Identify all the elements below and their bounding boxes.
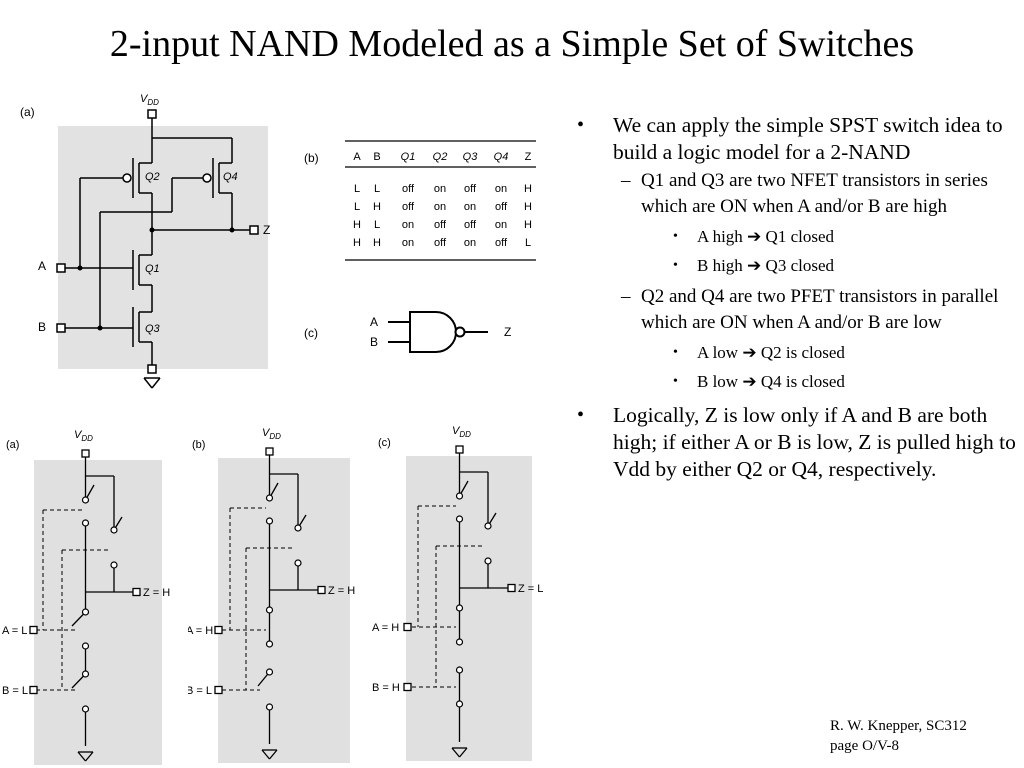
truth-table-header: Q1: [401, 151, 416, 163]
truth-table-cell: off: [495, 237, 508, 249]
truth-table-cell: on: [402, 237, 414, 249]
truth-table-cell: on: [464, 201, 476, 213]
truth-table-cell: on: [495, 219, 507, 231]
truth-table-cell: H: [524, 219, 532, 231]
truth-table-cell: on: [402, 219, 414, 231]
sub-sub-bullet-item: •B low ➔ Q4 is closed: [673, 372, 845, 391]
figures-panel: (a) VDD: [2, 93, 543, 765]
truth-table-cell: L: [525, 237, 531, 249]
sub-sub-bullet-item: •A low ➔ Q2 is closed: [673, 343, 845, 362]
nand-gate-symbol: (c) A B Z: [304, 311, 511, 353]
svg-text:Q1: Q1: [145, 263, 160, 275]
svg-text:A = H: A = H: [188, 625, 213, 637]
nand-transistor-schematic: (a) VDD: [20, 93, 270, 389]
truth-table-cell: L: [374, 183, 380, 195]
truth-table-cell: off: [402, 201, 415, 213]
svg-text:Z = H: Z = H: [143, 587, 170, 599]
truth-table-cell: on: [464, 237, 476, 249]
truth-table-cell: off: [434, 237, 447, 249]
svg-text:B = H: B = H: [372, 682, 400, 694]
switch-model-a: (a) VDD: [2, 429, 170, 765]
sub-sub-bullet-item: •B high ➔ Q3 closed: [673, 256, 835, 275]
truth-table-cell: H: [373, 201, 381, 213]
truth-table-cell: H: [524, 201, 532, 213]
svg-text:A: A: [370, 315, 378, 329]
svg-text:(c): (c): [304, 326, 318, 340]
truth-table-cell: H: [373, 237, 381, 249]
truth-table-label: (b): [304, 151, 319, 165]
truth-table-cell: H: [524, 183, 532, 195]
svg-text:VDD: VDD: [262, 427, 281, 441]
truth-table-header: Z: [525, 151, 532, 163]
truth-table-cell: L: [354, 201, 360, 213]
slide-title: 2-input NAND Modeled as a Simple Set of …: [109, 23, 915, 65]
footer-page: page O/V-8: [830, 738, 900, 754]
truth-table-cell: L: [374, 219, 380, 231]
truth-table-cell: L: [354, 183, 360, 195]
svg-text:Q4: Q4: [223, 171, 238, 183]
vdd-terminal: [147, 109, 157, 119]
truth-table-cell: off: [434, 219, 447, 231]
figure-a-label: (a): [20, 105, 35, 119]
truth-table-header: B: [373, 151, 380, 163]
slide-footer: R. W. Knepper, SC312 page O/V-8: [830, 716, 967, 756]
sub-bullet-item: –Q1 and Q3 are two NFET transistors in s…: [621, 170, 988, 217]
switch-model-c: (c) VDD: [372, 425, 543, 761]
sub-sub-bullet-item: •A high ➔ Q1 closed: [673, 227, 835, 246]
truth-table-cell: off: [464, 183, 477, 195]
svg-text:A = H: A = H: [372, 622, 399, 634]
truth-table-header: A: [353, 151, 361, 163]
svg-text:Z: Z: [504, 325, 511, 339]
truth-table-cell: off: [495, 201, 508, 213]
truth-table-header: Q2: [433, 151, 448, 163]
svg-text:B: B: [38, 320, 46, 334]
sub-bullet-item: –Q2 and Q4 are two PFET transistors in p…: [621, 286, 999, 333]
truth-table-header: Q4: [494, 151, 509, 163]
bullet-item: •We can apply the simple SPST switch ide…: [577, 113, 1003, 164]
svg-text:(c): (c): [378, 437, 391, 449]
svg-text:(b): (b): [192, 439, 205, 451]
svg-text:B: B: [370, 335, 378, 349]
svg-text:Q3: Q3: [145, 323, 161, 335]
svg-text:B = L: B = L: [188, 685, 212, 697]
bullet-item: •Logically, Z is low only if A and B are…: [577, 403, 1016, 481]
svg-text:Z = H: Z = H: [328, 585, 355, 597]
truth-table-cell: H: [353, 237, 361, 249]
footer-author: R. W. Knepper, SC312: [830, 718, 967, 734]
svg-text:VDD: VDD: [452, 425, 471, 439]
truth-table-cell: on: [434, 201, 446, 213]
svg-text:Z: Z: [263, 223, 270, 237]
truth-table-cell: on: [495, 183, 507, 195]
truth-table-cell: off: [464, 219, 477, 231]
bullet-list: •We can apply the simple SPST switch ide…: [577, 112, 1017, 485]
truth-table-cell: on: [434, 183, 446, 195]
svg-text:A: A: [38, 259, 46, 273]
truth-table-cell: off: [402, 183, 415, 195]
svg-text:Q2: Q2: [145, 171, 160, 183]
svg-text:Z = L: Z = L: [518, 583, 543, 595]
truth-table-header: Q3: [463, 151, 479, 163]
svg-text:A = L: A = L: [2, 625, 27, 637]
svg-text:(a): (a): [6, 439, 19, 451]
switch-model-b: (b) VDD: [188, 427, 355, 763]
svg-text:VDD: VDD: [74, 429, 93, 443]
truth-table-cell: H: [353, 219, 361, 231]
svg-text:B = L: B = L: [2, 685, 28, 697]
svg-text:VDD: VDD: [140, 93, 159, 107]
